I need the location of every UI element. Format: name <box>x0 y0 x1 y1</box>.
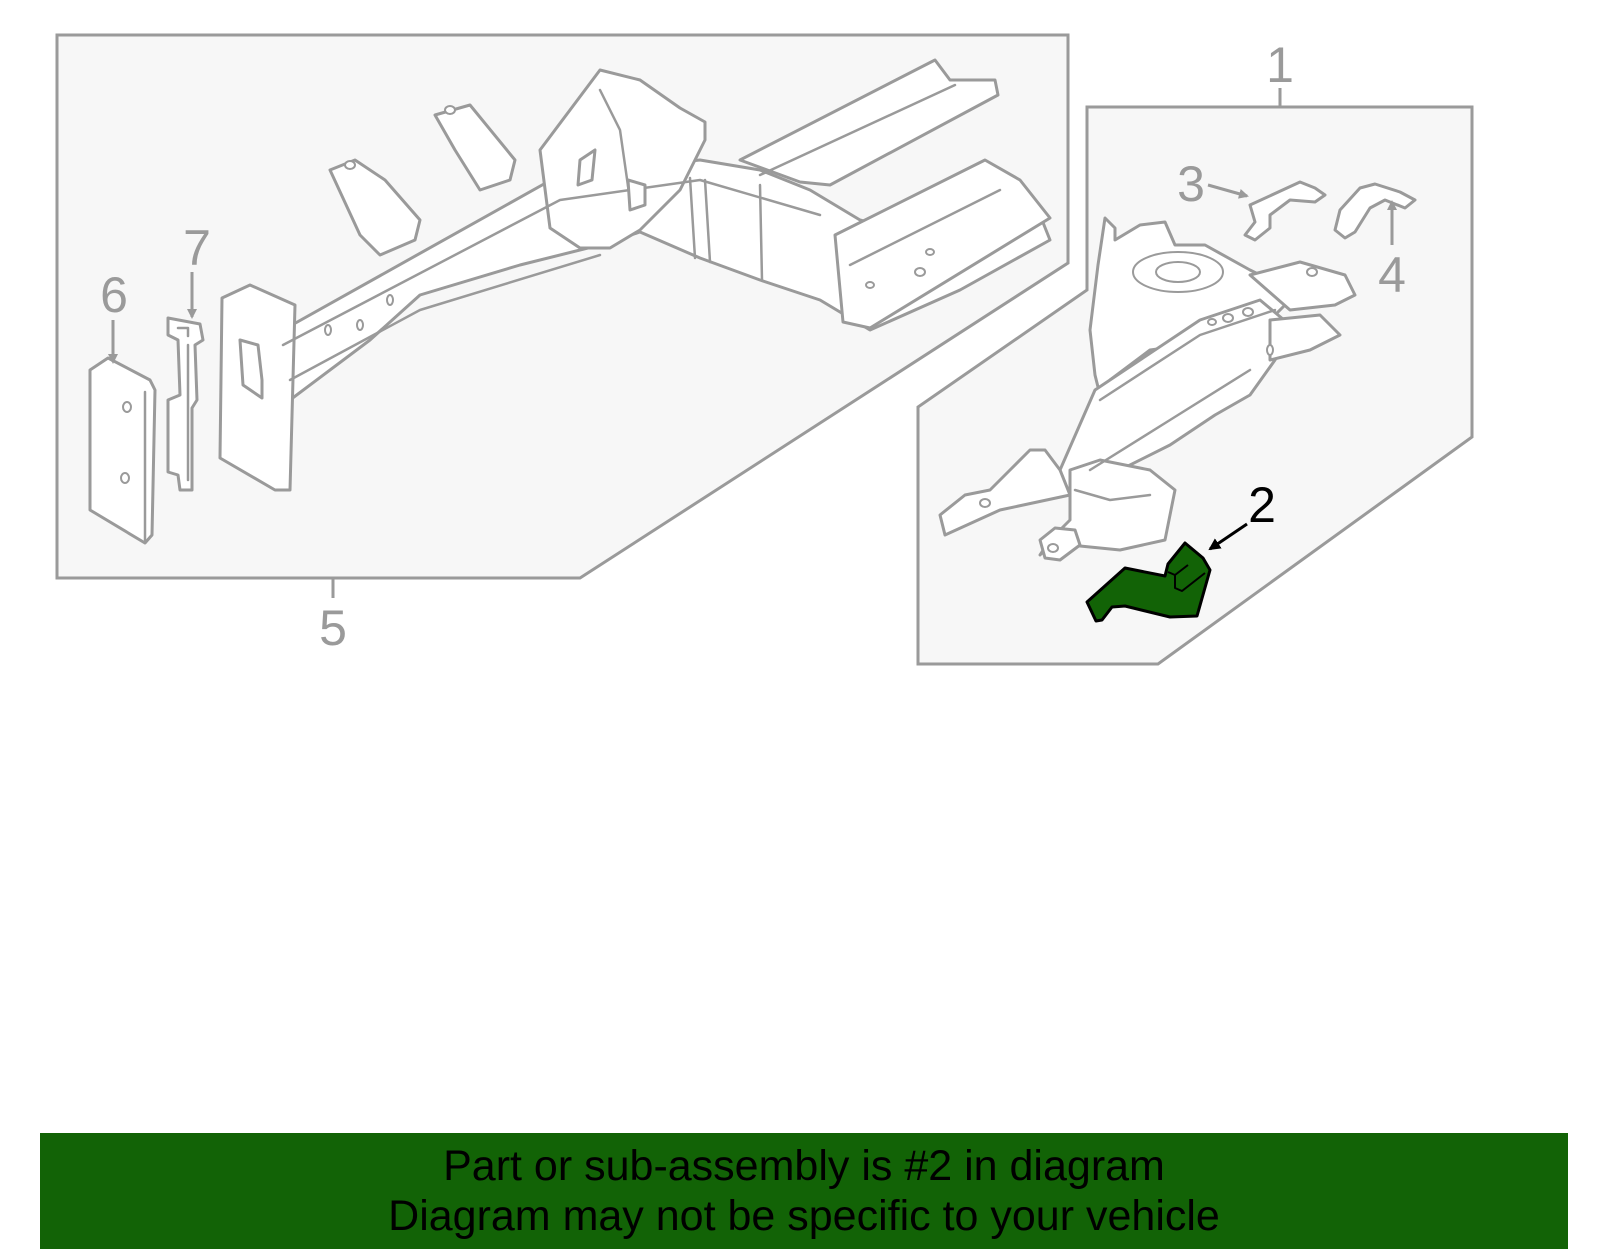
apron-hole-5 <box>979 498 991 508</box>
top-bracket-a <box>433 103 517 192</box>
banner-line-2: Diagram may not be specific to your vehi… <box>388 1192 1220 1240</box>
callout-6: 6 <box>100 267 128 323</box>
top-bracket-b <box>328 158 422 257</box>
rail-hole-2 <box>356 319 364 331</box>
part-7-slot <box>176 326 190 338</box>
apron-hole-2 <box>1242 307 1254 317</box>
part-6-hole-top <box>122 401 132 413</box>
front-plate-cutout <box>238 338 264 400</box>
apron-assembly <box>938 216 1357 562</box>
rail-crease-right <box>1098 308 1277 402</box>
callout-2: 2 <box>1248 477 1276 533</box>
callout-5: 5 <box>319 600 347 656</box>
rail-hole-3 <box>386 294 394 306</box>
rail-crease-lower <box>288 253 602 382</box>
part-7-outline <box>166 316 205 492</box>
banner-line-1: Part or sub-assembly is #2 in diagram <box>443 1142 1165 1190</box>
leader-3 <box>1207 183 1249 199</box>
channel-line-a <box>688 176 697 260</box>
rail-hole-4 <box>344 160 356 170</box>
apron-hole-4 <box>1266 344 1274 356</box>
tower-cutout-b <box>626 178 647 212</box>
part-7-bracket <box>166 316 205 492</box>
crossmember-crease <box>1073 488 1152 502</box>
part-2-shape <box>1085 541 1212 623</box>
info-banner: Part or sub-assembly is #2 in diagram Di… <box>40 1133 1568 1249</box>
tower-cutout <box>576 148 597 187</box>
frame-rail-body <box>281 158 1052 402</box>
part-2-detail <box>1167 564 1206 592</box>
frame-rail-assembly <box>218 58 1052 492</box>
leader-2 <box>1208 522 1248 551</box>
rail-hole-7 <box>914 267 926 277</box>
part-3-bracket <box>1243 180 1327 242</box>
rail-hole-6 <box>925 248 935 256</box>
rail-crease-right-b <box>1088 368 1252 472</box>
upper-side-rail <box>1248 260 1357 312</box>
callout-3: 3 <box>1177 156 1205 212</box>
strut-mount-inner <box>1155 261 1201 283</box>
rail-hole-1 <box>324 324 332 336</box>
channel-line-b <box>703 178 712 264</box>
tower-bracket <box>538 68 707 250</box>
part-6-reinforcement <box>88 356 157 545</box>
lower-extension <box>938 448 1072 537</box>
rail-lower-crease <box>848 188 1002 267</box>
apron-hole-1 <box>1222 313 1234 323</box>
apron-hole-6 <box>1047 543 1059 553</box>
callout-1: 1 <box>1266 37 1294 93</box>
apron-hole-3 <box>1207 318 1217 326</box>
rail-hole-8 <box>865 281 875 289</box>
apron-hole-7 <box>1306 267 1318 277</box>
rail-hole-5 <box>444 105 456 115</box>
channel-line-c <box>758 183 764 282</box>
callout-7: 7 <box>183 220 211 276</box>
lower-rear-rail <box>833 158 1052 330</box>
callout-4: 4 <box>1378 247 1406 303</box>
part-2-highlighted <box>1085 541 1212 623</box>
rail-upper-crease <box>758 83 957 177</box>
tower-crease <box>598 88 632 202</box>
part-6-hole-bottom <box>120 472 130 484</box>
